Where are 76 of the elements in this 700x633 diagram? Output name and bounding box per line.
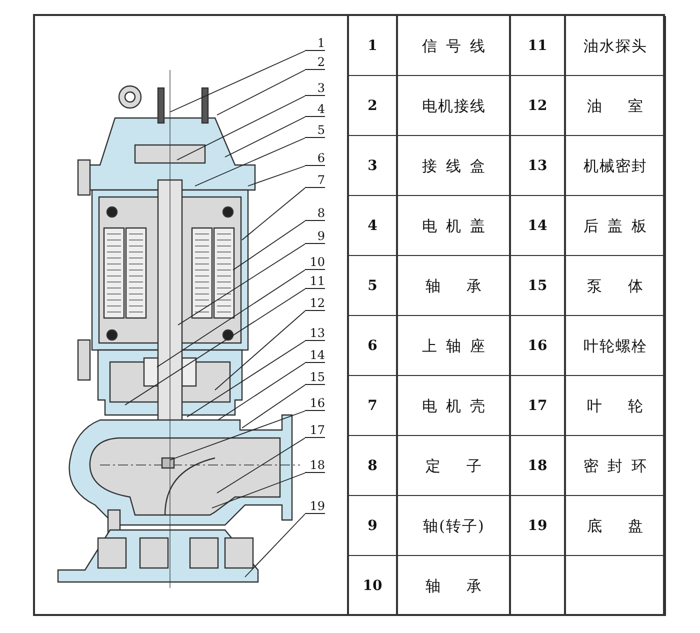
leader-line [194,138,306,186]
callout-number: 8 [305,207,325,221]
part-number: 13 [526,157,548,176]
part-number: 1 [366,37,378,56]
part-number: 6 [366,337,378,356]
part-name: 叶轮 [586,396,663,416]
part-name: 轴承 [424,276,508,296]
part-number: 18 [526,457,548,476]
callout-number: 19 [305,500,325,514]
part-number: 14 [526,217,548,236]
part-name: 信号线 [421,36,495,56]
part-name: 机械密封 [582,156,648,176]
part-number: 19 [526,517,548,536]
part-name: 定子 [424,456,508,476]
part-name: 电机盖 [421,216,495,236]
callout-number: 10 [305,256,325,270]
part-name: 泵体 [586,276,663,296]
part-name: 接线盒 [421,156,495,176]
part-number: 15 [526,277,548,296]
part-name: 油室 [586,96,663,116]
callout-number: 6 [305,152,325,166]
part-number: 7 [366,397,378,416]
leader-line [218,362,306,420]
leader-line [170,410,306,460]
leader-line [224,116,306,158]
part-name: 后盖板 [582,216,656,236]
leader-line [212,472,306,508]
leader-line [186,340,306,418]
callout-number: 5 [305,124,325,138]
part-name: 密封环 [582,456,656,476]
part-number: 12 [526,97,548,116]
leader-line [156,270,306,368]
part-number: 2 [366,97,378,116]
callout-number: 15 [305,371,325,385]
leader-line [216,70,306,116]
part-number: 17 [526,397,548,416]
part-name: 电机接线 [421,96,487,116]
leader-line [242,188,306,240]
leader-line [176,96,306,160]
part-name: 电机壳 [421,396,495,416]
leader-line [124,288,306,406]
part-name: 轴承 [424,576,508,596]
part-name: 叶轮螺栓 [582,336,648,356]
callout-number: 3 [305,82,325,96]
leader-line [244,514,306,578]
part-name: 油水探头 [582,36,648,56]
part-number: 11 [526,37,548,56]
leader-line [232,220,306,270]
part-number: 10 [362,577,384,596]
part-name: 轴(转子) [422,516,486,536]
callout-number: 13 [305,327,325,341]
callout-number: 1 [305,37,325,51]
callout-number: 4 [305,103,325,117]
callout-number: 9 [305,230,325,244]
part-number: 8 [366,457,378,476]
part-number: 9 [366,517,378,536]
leader-line [216,438,306,494]
leader-line [248,166,306,186]
callout-number: 11 [305,275,325,289]
part-number: 4 [366,217,378,236]
part-number: 16 [526,337,548,356]
part-number: 5 [366,277,378,296]
part-name: 底盘 [586,516,663,536]
callout-number: 2 [305,56,325,70]
part-name: 上轴座 [421,336,495,356]
callout-number: 12 [305,297,325,311]
callout-number: 7 [305,174,325,188]
leader-line [242,384,306,428]
leader-line [178,244,306,326]
callout-number: 14 [305,349,325,363]
callout-number: 16 [305,397,325,411]
callout-number: 18 [305,459,325,473]
leader-line [214,310,306,390]
callout-number: 17 [305,424,325,438]
part-number: 3 [366,157,378,176]
leader-line [170,50,306,112]
